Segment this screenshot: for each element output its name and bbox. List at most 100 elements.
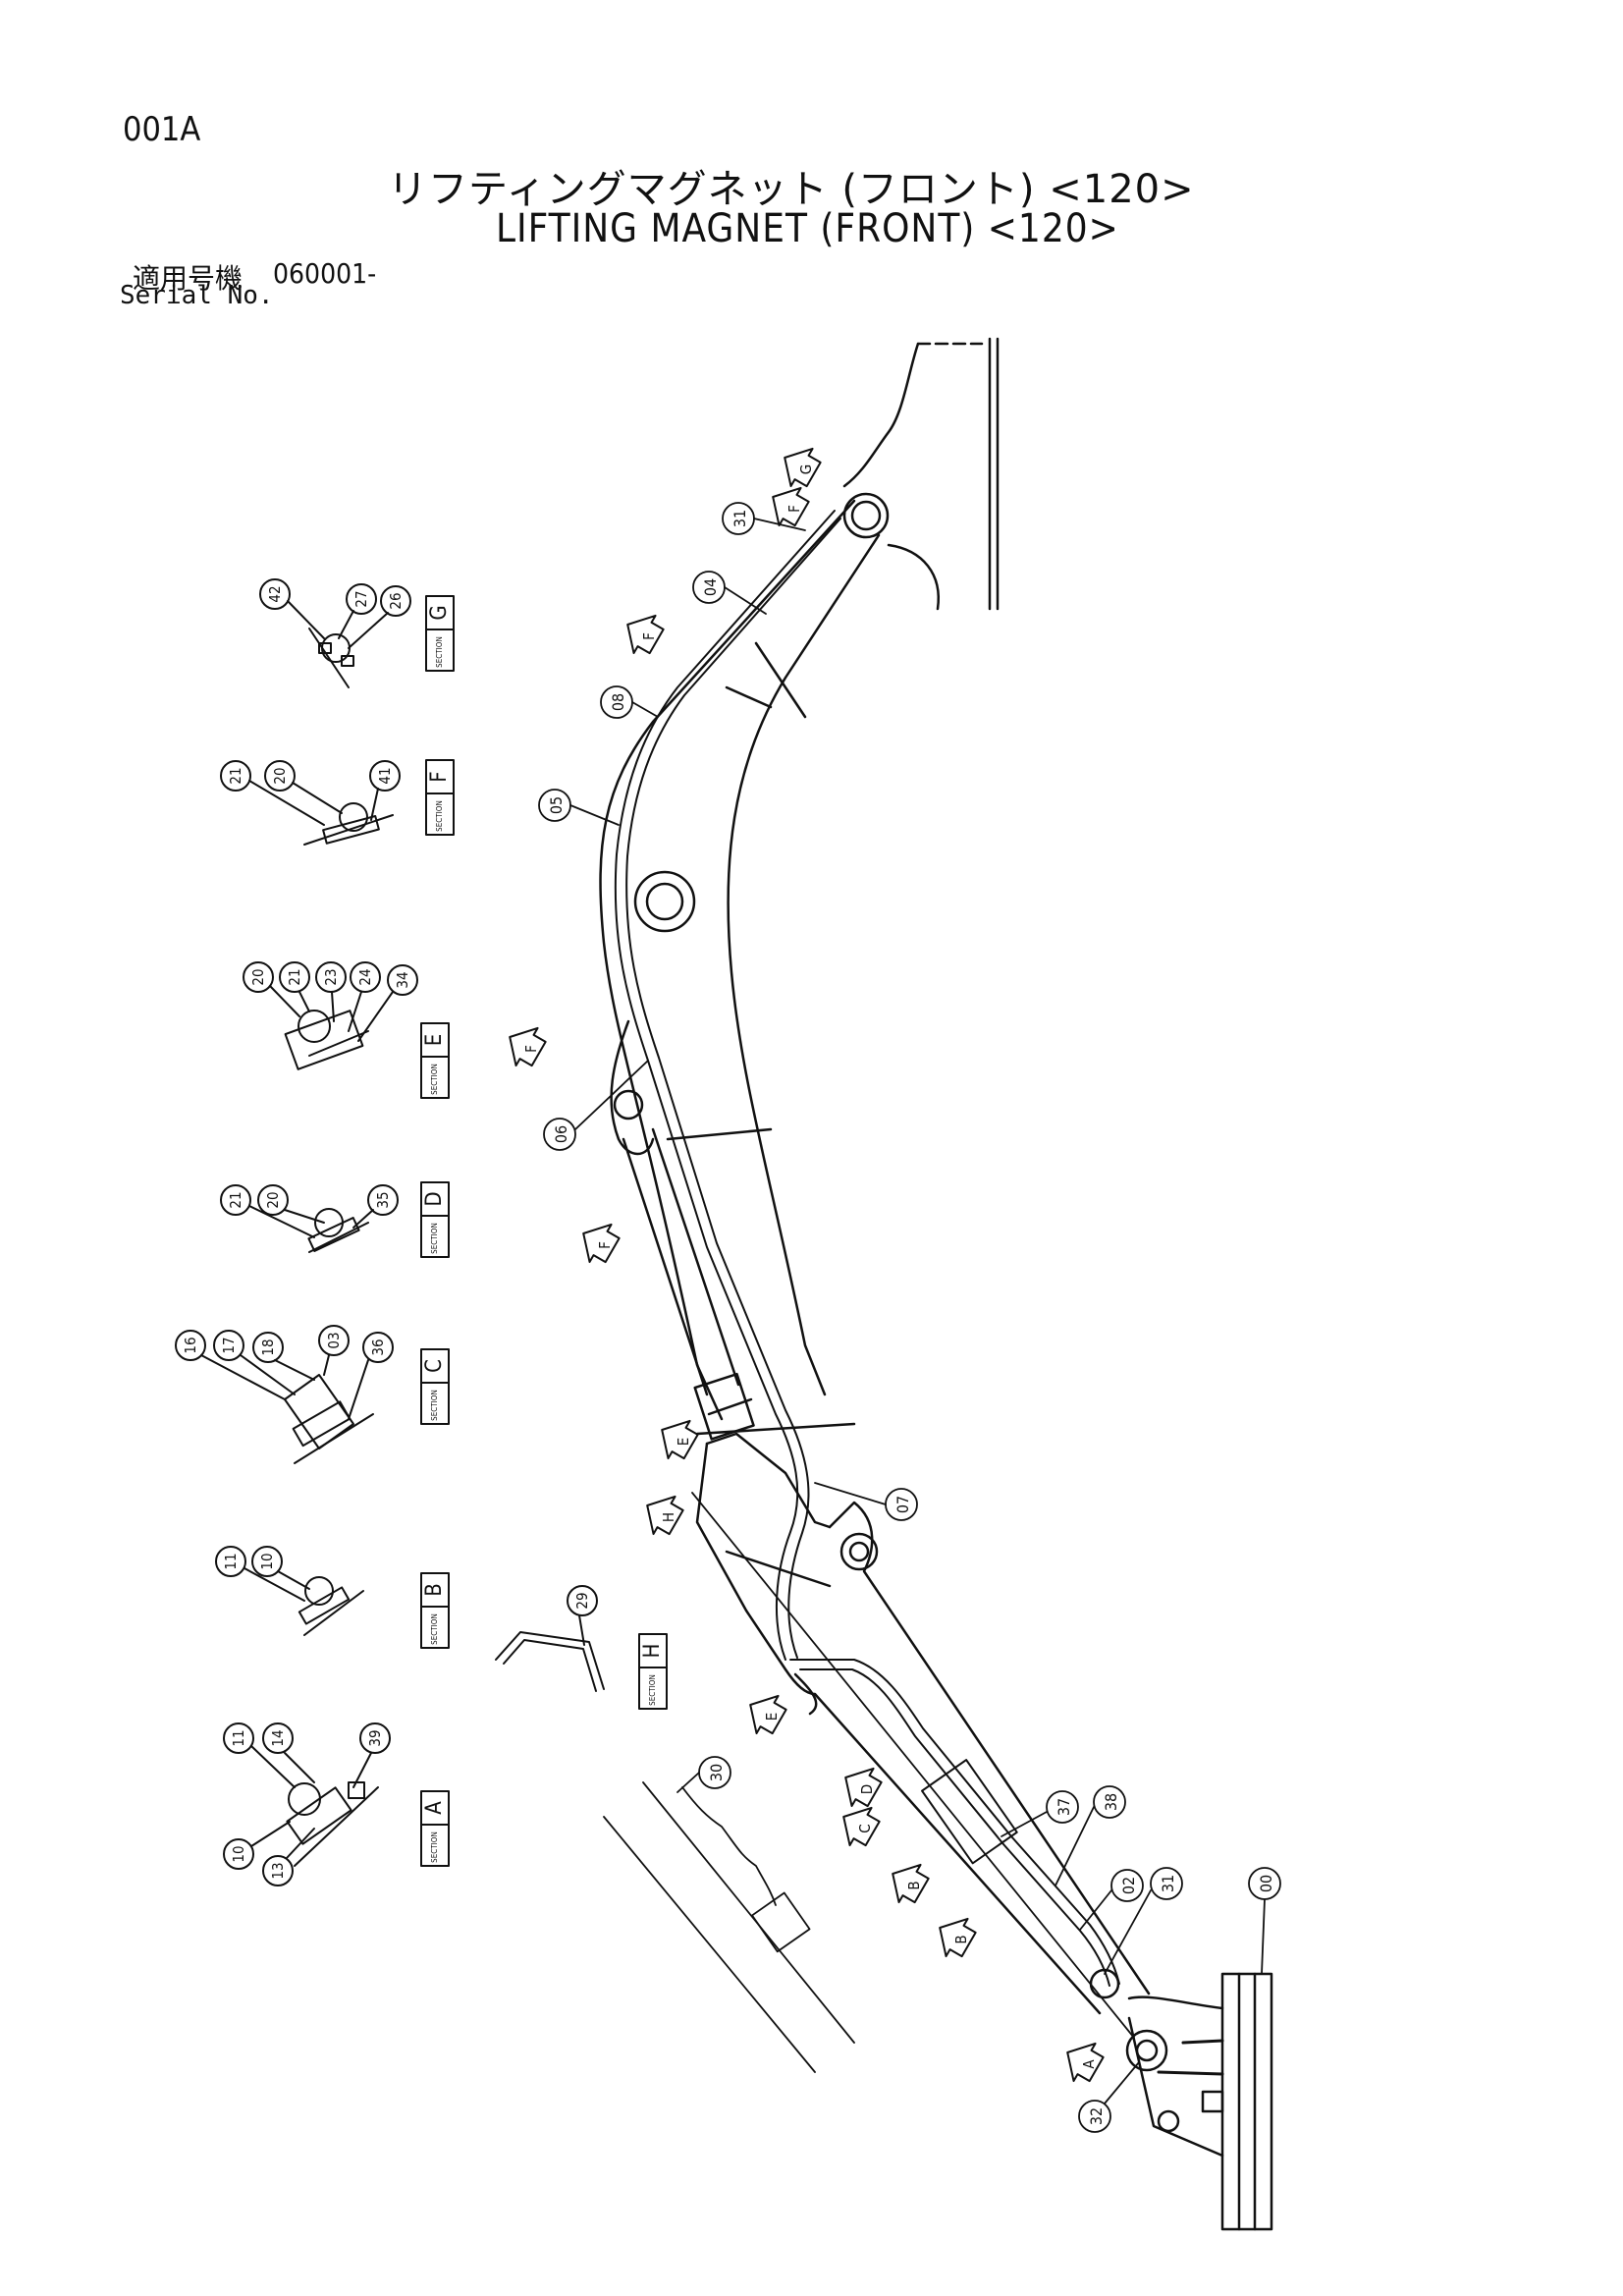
section-part-number: 16: [182, 1337, 199, 1353]
view-arrow-letter: F: [640, 632, 658, 640]
main-part-labels: 31 04 08 05 06 07 30 37 38 02 31 00 32: [547, 510, 1275, 2125]
section-part-number: 21: [227, 1191, 244, 1208]
section-part-number: 18: [259, 1339, 277, 1355]
callout-31-bottom: [1104, 1867, 1183, 1975]
section-part-number: 20: [249, 968, 267, 985]
section-part-number: 27: [352, 590, 370, 607]
serial-number-value: 060001-: [273, 257, 377, 290]
section-part-number: 34: [394, 971, 411, 988]
hose-line-boom: [614, 510, 841, 1661]
main-part-number: 02: [1119, 1877, 1138, 1894]
section-letter: E: [422, 1034, 447, 1047]
view-arrow-labels: G F F F F H E E D C B B A: [522, 465, 1098, 2069]
view-arrow-letter: E: [675, 1438, 692, 1447]
view-arrow: [661, 1419, 699, 1460]
section-b-detail: [215, 1546, 364, 1636]
section-part-number: 23: [322, 968, 340, 985]
section-part-number: 21: [227, 767, 244, 784]
view-arrow: [939, 1917, 977, 1958]
serial-label-japanese: 適用号機: [133, 262, 243, 295]
section-g-detail: [259, 578, 411, 688]
callout-04: [692, 571, 767, 615]
ground-line: [603, 1781, 855, 2073]
main-part-number: 07: [893, 1496, 912, 1513]
section-part-number: 36: [369, 1339, 387, 1355]
section-e-detail: [243, 961, 418, 1070]
main-part-callouts: [538, 502, 1281, 2133]
view-arrow-letter: H: [660, 1512, 677, 1522]
section-part-number: 21: [286, 968, 303, 985]
callout-06: [543, 1060, 649, 1151]
view-arrows: [509, 447, 1105, 2083]
section-letter: C: [422, 1359, 447, 1373]
view-arrow-letter: D: [858, 1784, 876, 1794]
arm: [691, 1432, 1151, 2039]
main-part-number: 37: [1055, 1798, 1073, 1816]
view-arrow-letter: F: [522, 1045, 540, 1053]
view-arrow-letter: F: [785, 505, 803, 513]
main-part-number: 06: [552, 1125, 570, 1143]
view-arrow-letter: G: [797, 465, 815, 474]
section-caption: SECTION: [648, 1674, 657, 1706]
view-arrow: [772, 486, 810, 527]
view-arrow-letter: A: [1080, 2059, 1098, 2069]
section-caption: SECTION: [430, 1223, 439, 1254]
section-letter: G: [427, 605, 452, 620]
section-part-labels: 42 27 26 21 20 41 20 21 23 24 34 21 20 3…: [182, 585, 591, 1879]
boom: [599, 492, 890, 1436]
section-tag: [638, 1633, 668, 1710]
section-part-number: 11: [230, 1729, 247, 1746]
section-letter: B: [422, 1583, 447, 1597]
view-arrow: [784, 447, 822, 488]
callout-37: [1001, 1790, 1079, 1837]
view-arrow-letter: C: [856, 1824, 874, 1832]
title-english: LIFTING MAGNET (FRONT) <120>: [496, 206, 1119, 251]
section-h-detail: [495, 1585, 605, 1692]
section-part-number: 10: [258, 1553, 276, 1569]
section-caption: SECTION: [430, 1613, 439, 1645]
main-part-number: 32: [1087, 2107, 1106, 2125]
section-part-number: 29: [573, 1592, 591, 1609]
view-arrow: [1066, 2042, 1105, 2083]
section-caption: SECTION: [435, 636, 444, 668]
section-caption: SECTION: [430, 1390, 439, 1421]
main-part-number: 38: [1102, 1793, 1120, 1811]
section-letter: F: [427, 771, 452, 782]
section-part-number: 20: [271, 767, 289, 784]
view-arrow: [842, 1806, 881, 1847]
section-tag-labels: G SECTION F SECTION E SECTION D SECTION …: [422, 605, 665, 1863]
serial-label-english: Serial No.: [120, 281, 274, 310]
callout-05: [538, 789, 620, 826]
view-arrow-letter: F: [596, 1241, 614, 1249]
callout-02: [1079, 1869, 1144, 1931]
view-arrow-letter: B: [905, 1881, 923, 1889]
view-arrow-letter: E: [763, 1713, 781, 1722]
main-part-number: 30: [707, 1764, 726, 1781]
machine-body-outline: [842, 337, 1000, 611]
section-tags: [420, 595, 668, 1867]
section-c-detail: [175, 1325, 394, 1464]
section-part-number: 17: [220, 1337, 238, 1353]
callout-00: [1248, 1867, 1281, 1975]
section-part-number: 11: [222, 1553, 240, 1569]
section-tag: [420, 1572, 450, 1649]
section-letter: D: [422, 1191, 447, 1206]
section-part-number: 26: [387, 592, 405, 609]
lifting-magnet: [1125, 1972, 1273, 2231]
section-part-number: 41: [376, 767, 394, 784]
section-caption: SECTION: [430, 1064, 439, 1095]
section-part-number: 14: [269, 1729, 287, 1746]
section-part-number: 10: [230, 1845, 247, 1862]
main-part-number: 04: [701, 578, 720, 596]
callout-07: [814, 1482, 918, 1521]
view-arrow: [892, 1863, 930, 1904]
section-tag: [420, 1790, 450, 1867]
page-code: 001A: [123, 110, 201, 149]
view-arrow: [646, 1495, 684, 1536]
section-letter: H: [640, 1644, 665, 1659]
main-part-number: 31: [730, 510, 749, 527]
section-part-number: 42: [266, 585, 284, 602]
main-part-number: 00: [1257, 1875, 1275, 1892]
section-d-detail: [220, 1184, 399, 1253]
